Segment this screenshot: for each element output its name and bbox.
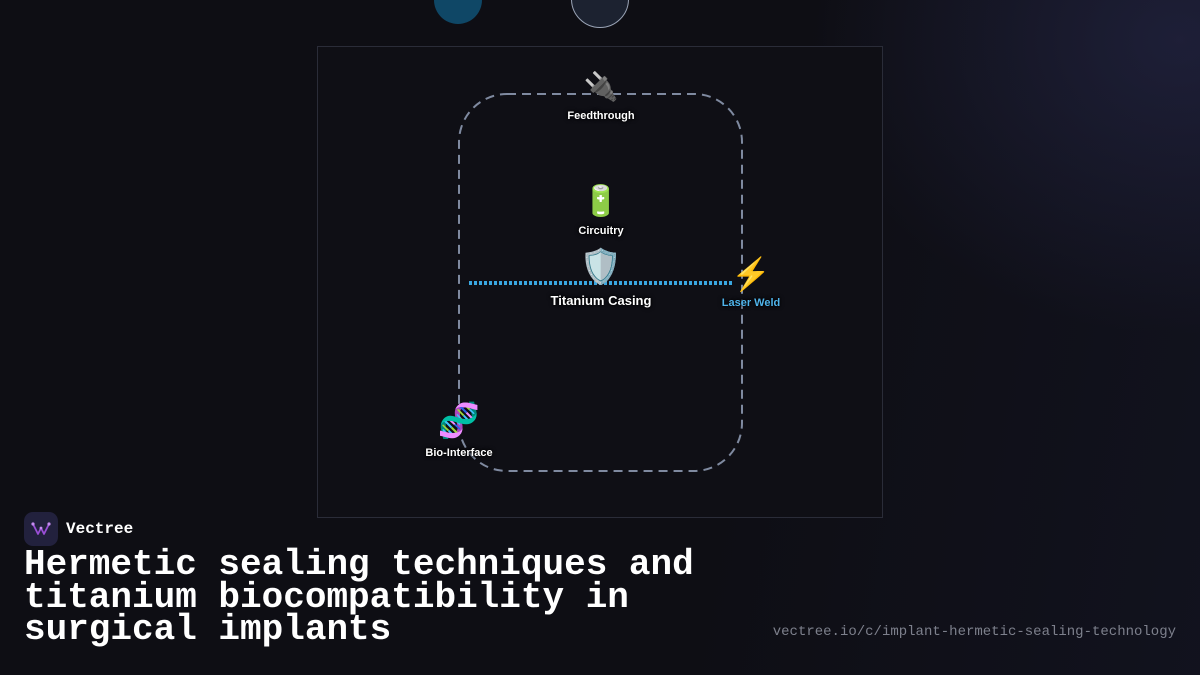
brand-name: Vectree [66,520,134,538]
node-label-circuitry: Circuitry [578,225,624,237]
hermetic-boundary [458,93,743,472]
battery-icon: 🔋 [582,185,620,218]
node-label-titanium-casing: Titanium Casing [550,293,652,308]
node-label-feedthrough: Feedthrough [567,110,635,122]
page-title: Hermetic sealing techniques and titanium… [24,544,694,650]
source-url[interactable]: vectree.io/c/implant-hermetic-sealing-te… [772,624,1176,640]
node-circuitry: 🔋 Circuitry [578,185,624,238]
diagram-canvas [458,93,743,472]
lightning-icon: ⚡ [731,256,771,292]
brand-logo-icon [24,512,58,546]
node-label-bio-interface: Bio-Interface [425,447,493,459]
plug-icon: 🔌 [583,71,619,102]
node-bio-interface: 🧬 Bio-Interface [425,404,492,459]
node-feedthrough: 🔌 Feedthrough [567,71,635,123]
node-laser-weld: ⚡ Laser Weld [722,258,781,309]
node-label-laser-weld: Laser Weld [721,297,781,309]
shield-icon: 🛡️ [579,248,623,286]
brand-glyph [31,522,51,535]
diagram-panel: 🔌 Feedthrough 🔋 Circuitry 🛡️ Titanium Ca… [317,46,883,518]
node-titanium-casing: 🛡️ Titanium Casing [551,250,652,308]
dna-icon: 🧬 [437,402,481,440]
brand: Vectree [24,512,133,546]
